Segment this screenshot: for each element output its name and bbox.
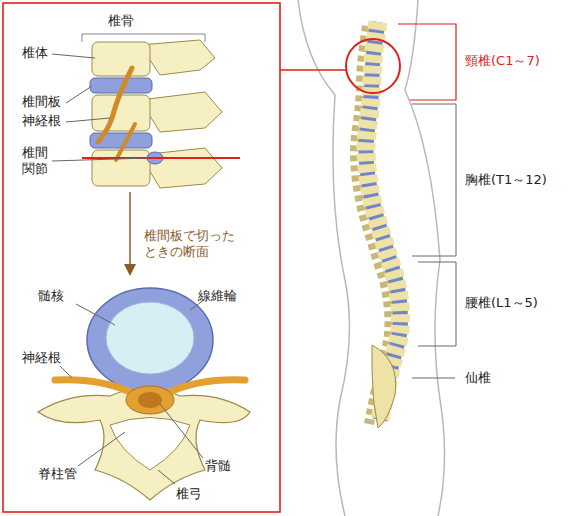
region-label: 頸椎(C1～7) (465, 53, 540, 69)
section-arrow (129, 192, 131, 270)
detail-panel (3, 3, 280, 512)
section-note: 椎間板で切った ときの断面 (144, 228, 243, 261)
part-label: 髄核 (38, 288, 64, 304)
leader-line (160, 404, 203, 458)
part-label: 椎間 関節 (22, 145, 52, 178)
leader-line (66, 118, 110, 122)
part-label: 背髄 (205, 458, 231, 474)
leader-line (52, 54, 95, 58)
zoom-circle (346, 39, 400, 93)
zoom-line (280, 69, 347, 71)
cross-section (38, 288, 250, 500)
leader-line (78, 432, 125, 466)
part-label: 椎間板 (22, 94, 61, 110)
part-label: 椎体 (22, 45, 48, 61)
region-bracket (412, 104, 456, 256)
leader-line (52, 158, 148, 161)
leader-line (60, 366, 72, 378)
part-label: 神経根 (22, 113, 61, 129)
part-label: 椎弓 (176, 486, 202, 502)
part-label: 脊柱管 (38, 466, 77, 482)
sacrum (372, 345, 396, 428)
region-label: 仙椎 (465, 370, 491, 386)
region-bracket (398, 24, 456, 100)
part-label: 線維輪 (198, 288, 237, 304)
region-bracket (418, 262, 456, 346)
body-outline (298, 0, 349, 516)
vertebra-side-view (90, 40, 222, 188)
part-label: 神経根 (22, 350, 61, 366)
part-label: 椎骨 (108, 13, 134, 29)
region-label: 腰椎(L1～5) (465, 295, 538, 311)
body-outline (405, 0, 445, 516)
cut-line (82, 157, 240, 159)
leader-line (158, 470, 175, 484)
leader-line (66, 86, 92, 103)
region-label: 胸椎(T1～12) (465, 172, 547, 188)
leader-line (412, 378, 455, 379)
leader-line (76, 304, 115, 325)
